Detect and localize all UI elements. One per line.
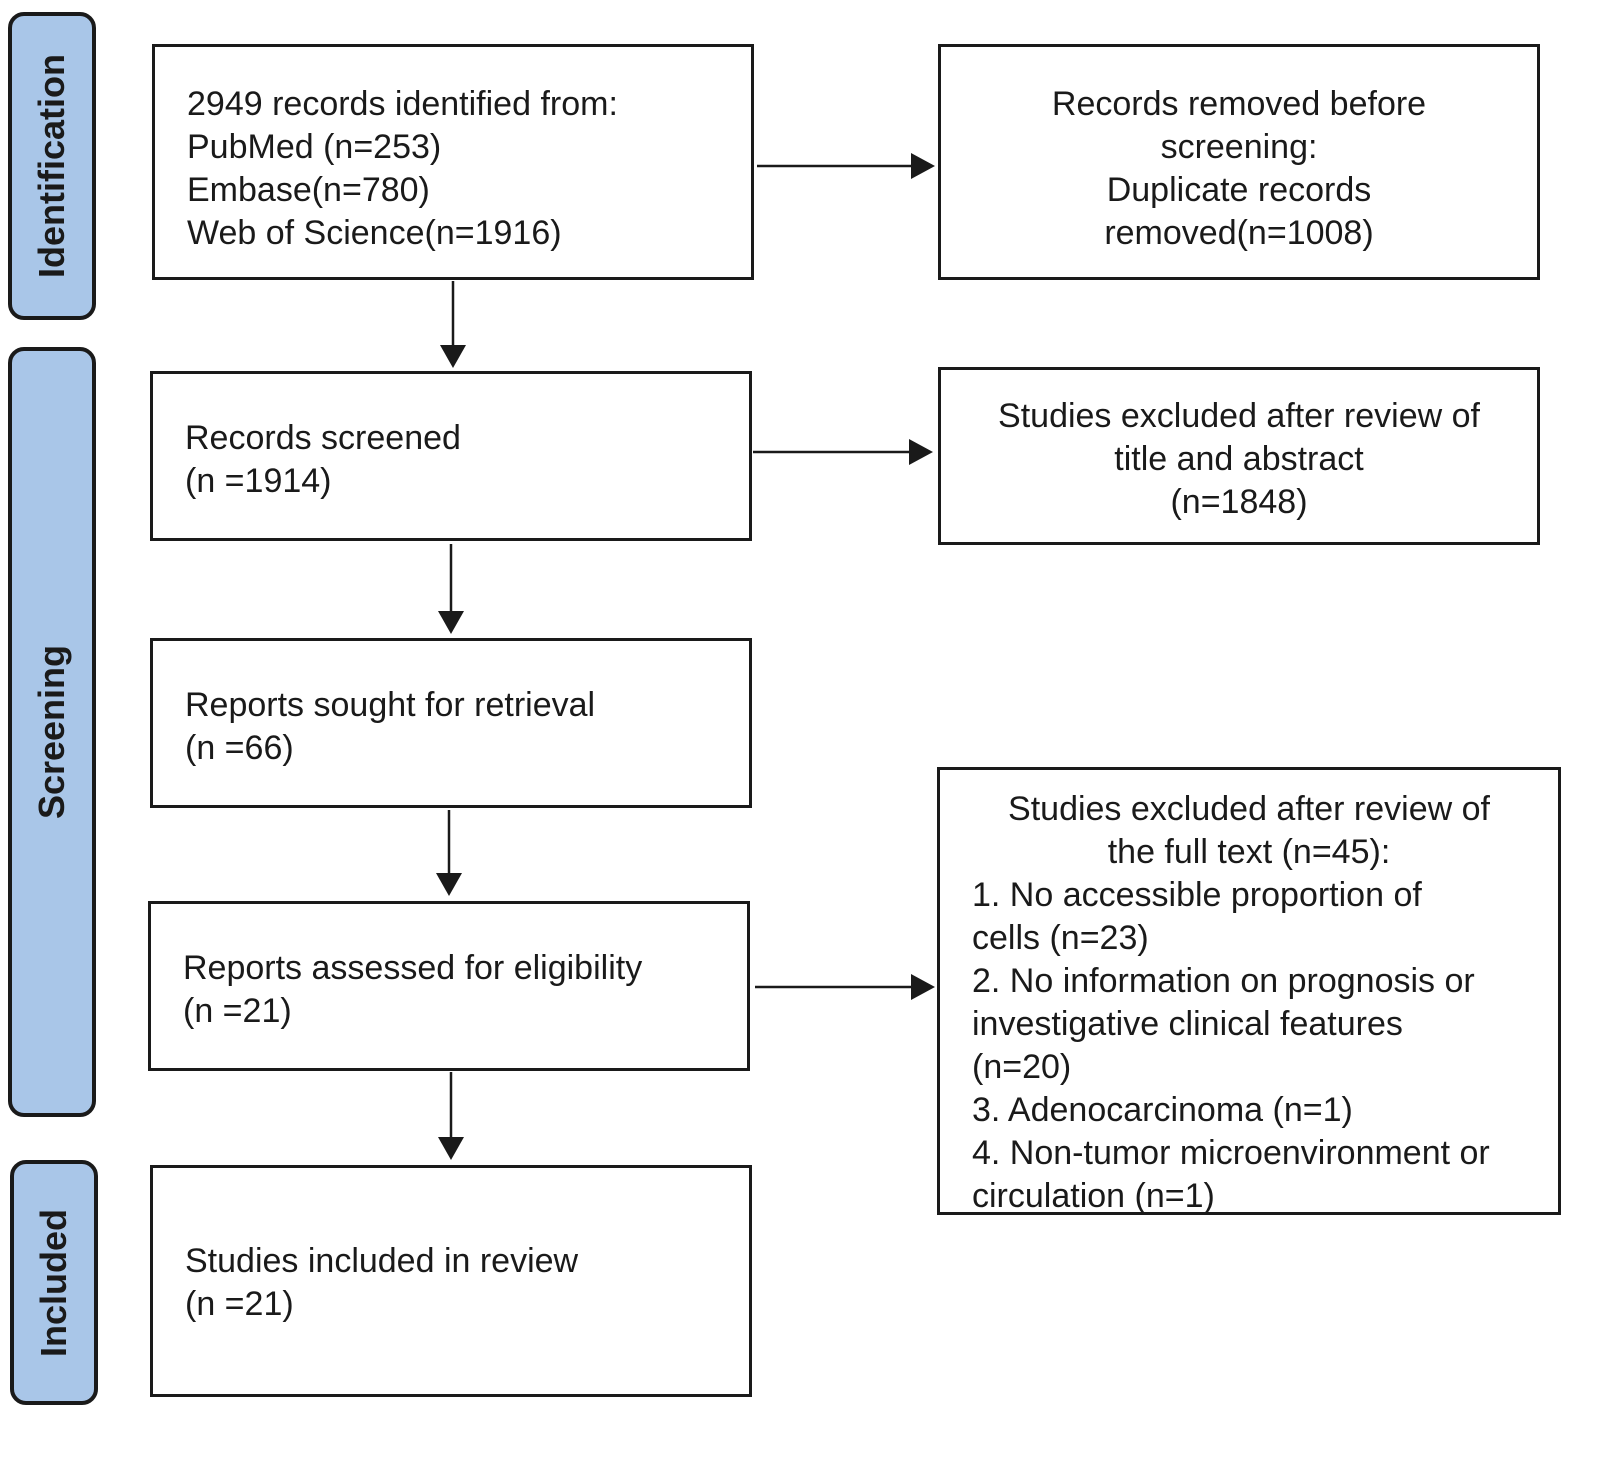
- box-line: Records screened: [185, 419, 461, 457]
- phase-identification: Identification: [8, 12, 96, 320]
- box-excluded-title-abstract: Studies excluded after review of title a…: [938, 367, 1540, 545]
- excluded-full-text-reasons: 1. No accessible proportion of cells (n=…: [940, 874, 1558, 1218]
- box-studies-included: Studies included in review (n =21): [150, 1165, 752, 1397]
- box-line: Duplicate records: [1106, 171, 1372, 209]
- box-line: 1. No accessible proportion of: [972, 876, 1422, 914]
- box-line: screening:: [1160, 128, 1318, 166]
- arrowhead-down: [440, 345, 466, 368]
- box-line: cells (n=23): [972, 919, 1149, 957]
- arrowhead-right: [909, 439, 933, 465]
- box-line: (n =66): [185, 729, 294, 767]
- arrowhead-down: [436, 873, 462, 896]
- box-line: 2. No information on prognosis or: [972, 962, 1475, 1000]
- box-records-identified: 2949 records identified from: PubMed (n=…: [152, 44, 754, 280]
- excluded-full-text-heading: Studies excluded after review of the ful…: [940, 788, 1558, 874]
- box-reports-sought: Reports sought for retrieval (n =66): [150, 638, 752, 808]
- box-line: 2949 records identified from:: [187, 85, 618, 123]
- box-line: PubMed (n=253): [187, 128, 442, 166]
- phase-screening: Screening: [8, 347, 96, 1117]
- box-reports-assessed: Reports assessed for eligibility (n =21): [148, 901, 750, 1071]
- box-line: (n =21): [185, 1285, 294, 1323]
- box-line: Studies included in review: [185, 1242, 579, 1280]
- arrowhead-right: [911, 974, 935, 1000]
- box-excluded-full-text: Studies excluded after review of the ful…: [937, 767, 1561, 1215]
- box-line: (n =1914): [185, 462, 332, 500]
- box-line: Embase(n=780): [187, 171, 430, 209]
- box-removed-before-screening: Records removed before screening: Duplic…: [938, 44, 1540, 280]
- box-line: 4. Non-tumor microenvironment or: [972, 1134, 1490, 1172]
- box-records-screened: Records screened (n =1914): [150, 371, 752, 541]
- arrowhead-down: [438, 1137, 464, 1160]
- box-line: Reports sought for retrieval: [185, 686, 596, 724]
- box-line: investigative clinical features: [972, 1005, 1403, 1043]
- box-line: Studies excluded after review of: [998, 397, 1480, 435]
- arrowhead-right: [911, 153, 935, 179]
- box-line: (n=1848): [1170, 483, 1308, 521]
- box-line: Reports assessed for eligibility: [183, 949, 643, 987]
- phase-included: Included: [10, 1160, 98, 1405]
- box-line: (n=20): [972, 1048, 1072, 1086]
- box-line: 3. Adenocarcinoma (n=1): [972, 1091, 1353, 1129]
- box-line: circulation (n=1): [972, 1177, 1215, 1215]
- box-line: removed(n=1008): [1104, 214, 1374, 252]
- box-line: the full text (n=45):: [1107, 833, 1391, 871]
- arrowhead-down: [438, 611, 464, 634]
- box-line: Web of Science(n=1916): [187, 214, 562, 252]
- box-line: Records removed before: [1051, 85, 1427, 123]
- box-line: Studies excluded after review of: [1008, 790, 1490, 828]
- box-line: (n =21): [183, 992, 292, 1030]
- box-line: title and abstract: [1114, 440, 1364, 478]
